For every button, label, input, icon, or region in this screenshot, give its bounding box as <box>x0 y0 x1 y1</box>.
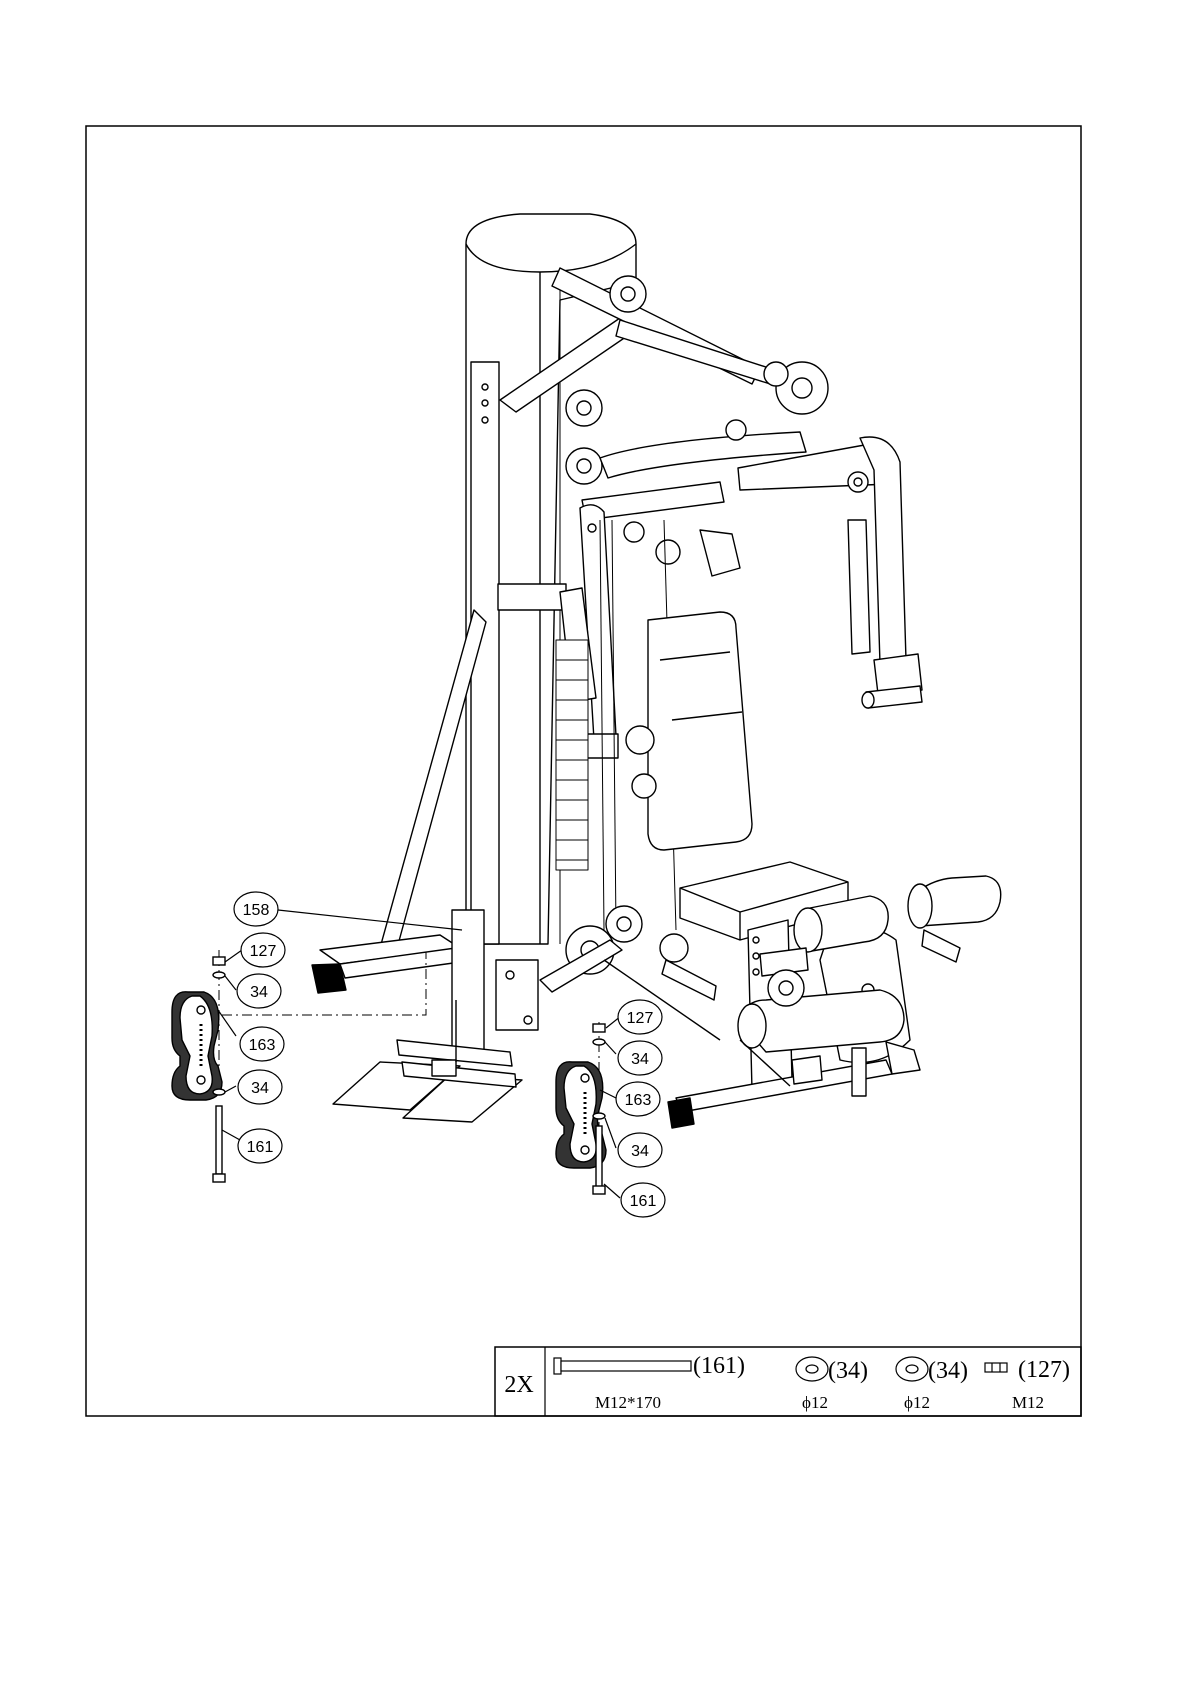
callout-34-left-upper: 34 <box>237 974 281 1008</box>
washer-1-ref: (34) <box>828 1358 868 1384</box>
right-pulley-assembly <box>556 1022 606 1194</box>
home-gym-illustration <box>312 214 1001 1128</box>
nut-spec: M12 <box>1012 1393 1044 1412</box>
svg-text:127: 127 <box>250 943 277 960</box>
svg-text:34: 34 <box>631 1051 649 1068</box>
svg-text:34: 34 <box>251 1080 269 1097</box>
svg-text:34: 34 <box>250 984 268 1001</box>
svg-text:161: 161 <box>630 1193 657 1210</box>
bolt-icon <box>554 1358 691 1374</box>
hardware-table: 2X (161) M12*170 (34) ϕ12 (34) ϕ12 (127) <box>495 1347 1081 1416</box>
washer-icon <box>796 1357 828 1381</box>
callout-161-left: 161 <box>238 1129 282 1163</box>
washer-2-ref: (34) <box>928 1358 968 1384</box>
callout-127-left: 127 <box>241 933 285 967</box>
callout-127-right: 127 <box>618 1000 662 1034</box>
bolt-ref: (161) <box>693 1353 745 1379</box>
svg-text:163: 163 <box>249 1037 276 1054</box>
washer-1-spec: ϕ12 <box>802 1393 828 1412</box>
nut-icon <box>985 1363 1007 1372</box>
callout-163-right: 163 <box>616 1082 660 1116</box>
callout-161-right: 161 <box>621 1183 665 1217</box>
callout-34-right-upper: 34 <box>618 1041 662 1075</box>
svg-text:158: 158 <box>243 902 270 919</box>
washer-icon <box>896 1357 928 1381</box>
svg-text:161: 161 <box>247 1139 274 1156</box>
callout-34-left-lower: 34 <box>238 1070 282 1104</box>
svg-text:163: 163 <box>625 1092 652 1109</box>
bolt-spec: M12*170 <box>595 1393 661 1412</box>
nut-ref: (127) <box>1018 1357 1070 1383</box>
svg-text:127: 127 <box>627 1010 654 1027</box>
callout-34-right-lower: 34 <box>618 1133 662 1167</box>
quantity-label: 2X <box>504 1372 533 1398</box>
callout-158: 158 <box>234 892 278 926</box>
washer-2-spec: ϕ12 <box>904 1393 930 1412</box>
svg-text:34: 34 <box>631 1143 649 1160</box>
callout-163-left: 163 <box>240 1027 284 1061</box>
